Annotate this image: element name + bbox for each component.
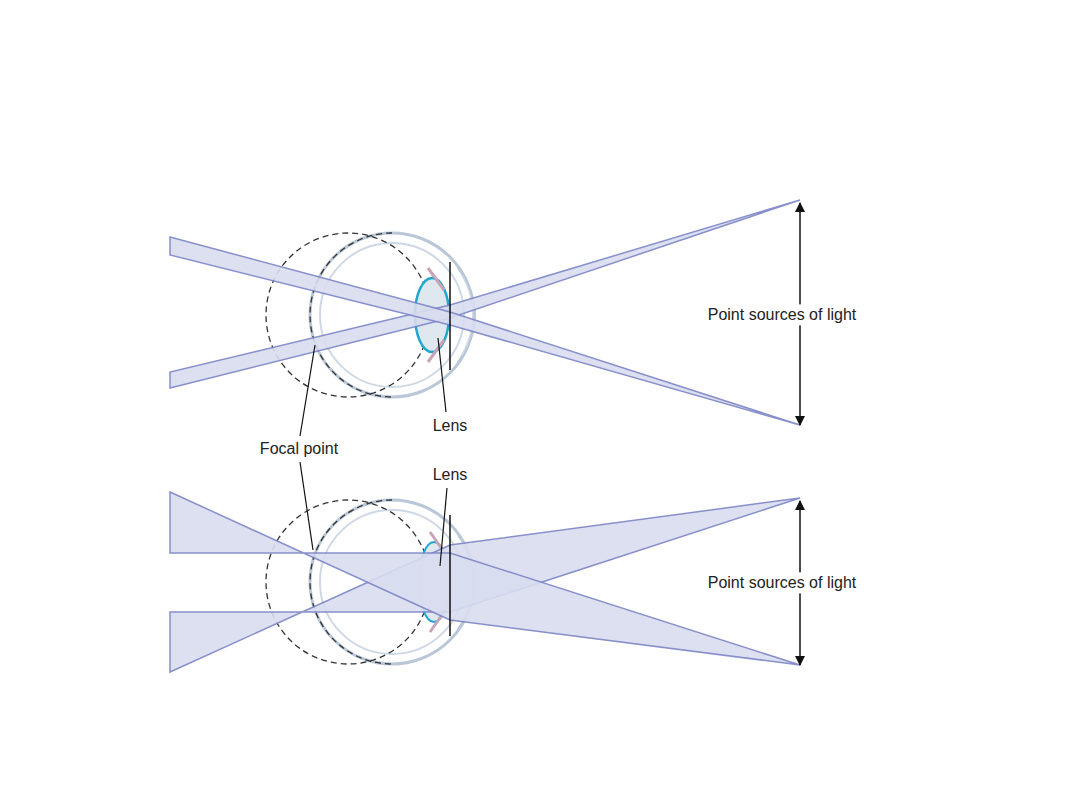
leader-line [438,338,446,412]
point-source-label: Point sources of light [705,304,860,325]
point-source-label: Point sources of light [705,572,860,593]
part-label: Focal point [257,438,341,459]
part-label: Lens [430,464,471,485]
leader-line [440,488,447,566]
leader-line [300,345,315,436]
leader-line [300,462,313,550]
part-label: Lens [430,415,471,436]
